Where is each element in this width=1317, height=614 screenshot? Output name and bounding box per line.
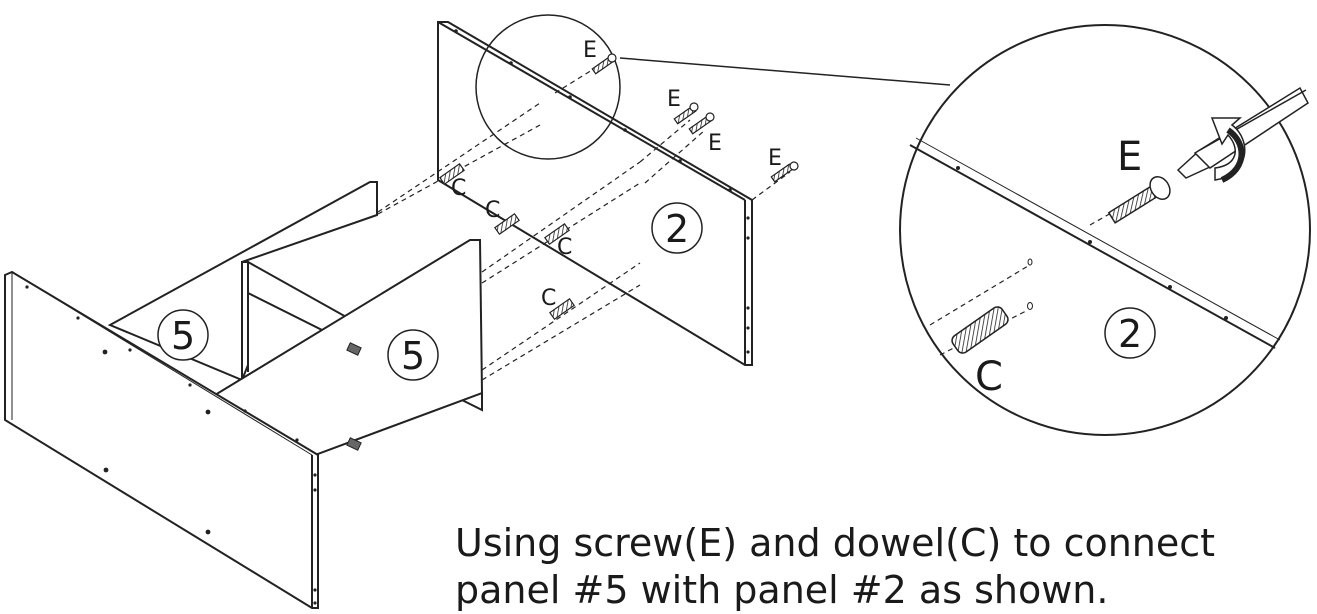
panel-side — [4, 270, 319, 609]
screw-label: E — [667, 87, 681, 112]
panel-number-circle — [651, 202, 703, 254]
zoom-leader-line — [619, 57, 951, 86]
panel-number-circle — [1104, 307, 1156, 359]
dowel-label: C — [557, 235, 572, 260]
caption-line-1: Using screw(E) and dowel(C) to connect — [455, 521, 1216, 565]
panel-5-number: 5 — [401, 334, 425, 378]
detail-panel-2-number: 2 — [1118, 312, 1142, 356]
panel-5-number: 5 — [171, 314, 195, 358]
dowel-icon — [346, 342, 362, 451]
screw-label: E — [583, 38, 597, 63]
dowel-label: C — [485, 198, 500, 223]
screw-icon — [591, 53, 799, 183]
screw-label: E — [768, 146, 782, 171]
screw-label: E — [708, 131, 722, 156]
detail-screw-label: E — [1117, 134, 1142, 180]
instruction-caption: Using screw(E) and dowel(C) to connect p… — [455, 520, 1305, 614]
dowel-label: C — [541, 286, 556, 311]
panel-2-number: 2 — [665, 207, 689, 251]
panel-number-circle — [387, 329, 439, 381]
panel-number-circle — [157, 309, 209, 361]
dowel-icon — [439, 163, 575, 320]
caption-line-2: panel #5 with panel #2 as shown. — [455, 568, 1109, 612]
detail-view — [899, 24, 1311, 436]
zoom-circle — [475, 14, 621, 160]
detail-dowel-label: C — [975, 354, 1003, 400]
dowel-label: C — [451, 176, 466, 201]
